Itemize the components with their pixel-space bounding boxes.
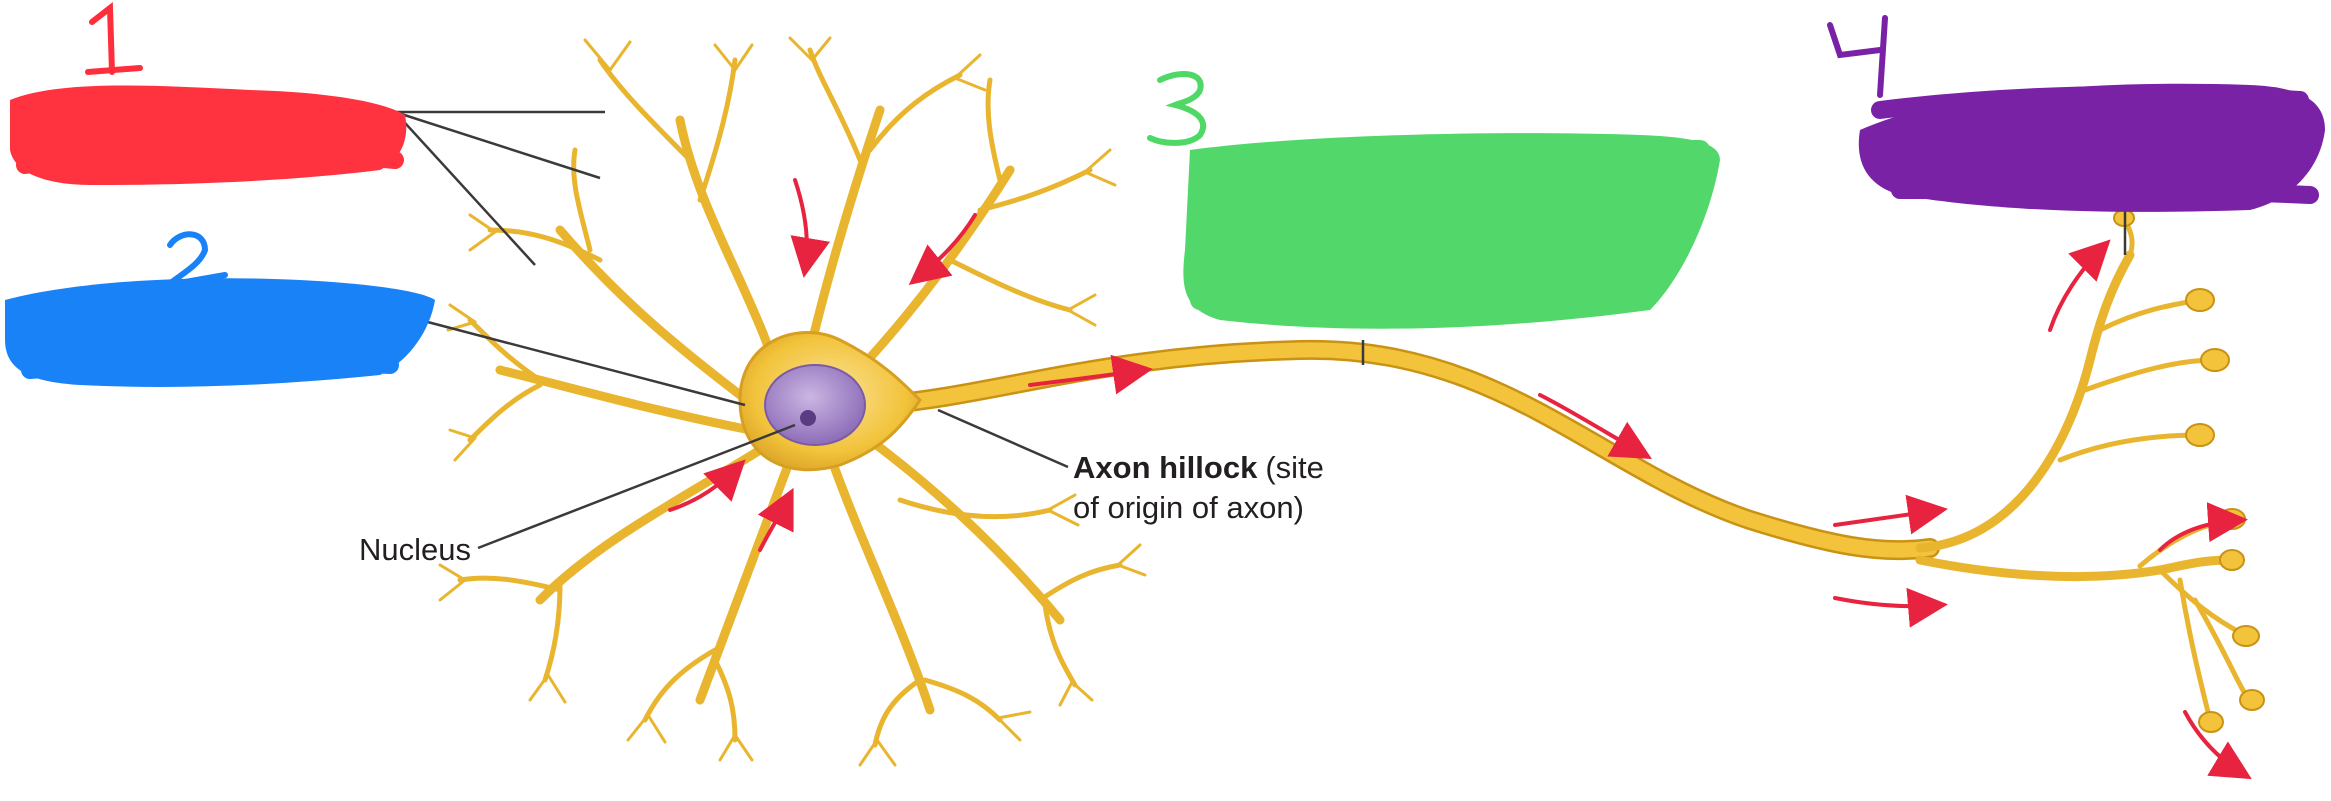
axon-hillock-label: Axon hillock(site xyxy=(1073,450,1324,485)
signal-arrows xyxy=(668,178,2252,780)
marker-1 xyxy=(85,2,143,75)
leader-lines xyxy=(394,110,2127,550)
axon-hillock-rest-2: of origin of axon) xyxy=(1073,490,1304,525)
marker-4 xyxy=(1827,15,1888,98)
redaction-4 xyxy=(1858,83,2325,212)
nucleus-shape xyxy=(764,364,866,446)
nucleus-label: Nucleus xyxy=(359,532,471,567)
axon-terminals xyxy=(1915,209,2265,733)
marker-3 xyxy=(1147,71,1207,146)
nucleolus xyxy=(800,410,816,426)
axon xyxy=(870,339,1940,561)
redaction-1 xyxy=(10,85,407,186)
axon-hillock-bold: Axon hillock xyxy=(1073,450,1258,485)
redaction-2 xyxy=(5,278,435,387)
cell-body xyxy=(738,331,922,472)
axon-hillock-rest-1: (site xyxy=(1265,450,1324,485)
redaction-3 xyxy=(1183,133,1720,329)
marker-2 xyxy=(157,231,228,290)
